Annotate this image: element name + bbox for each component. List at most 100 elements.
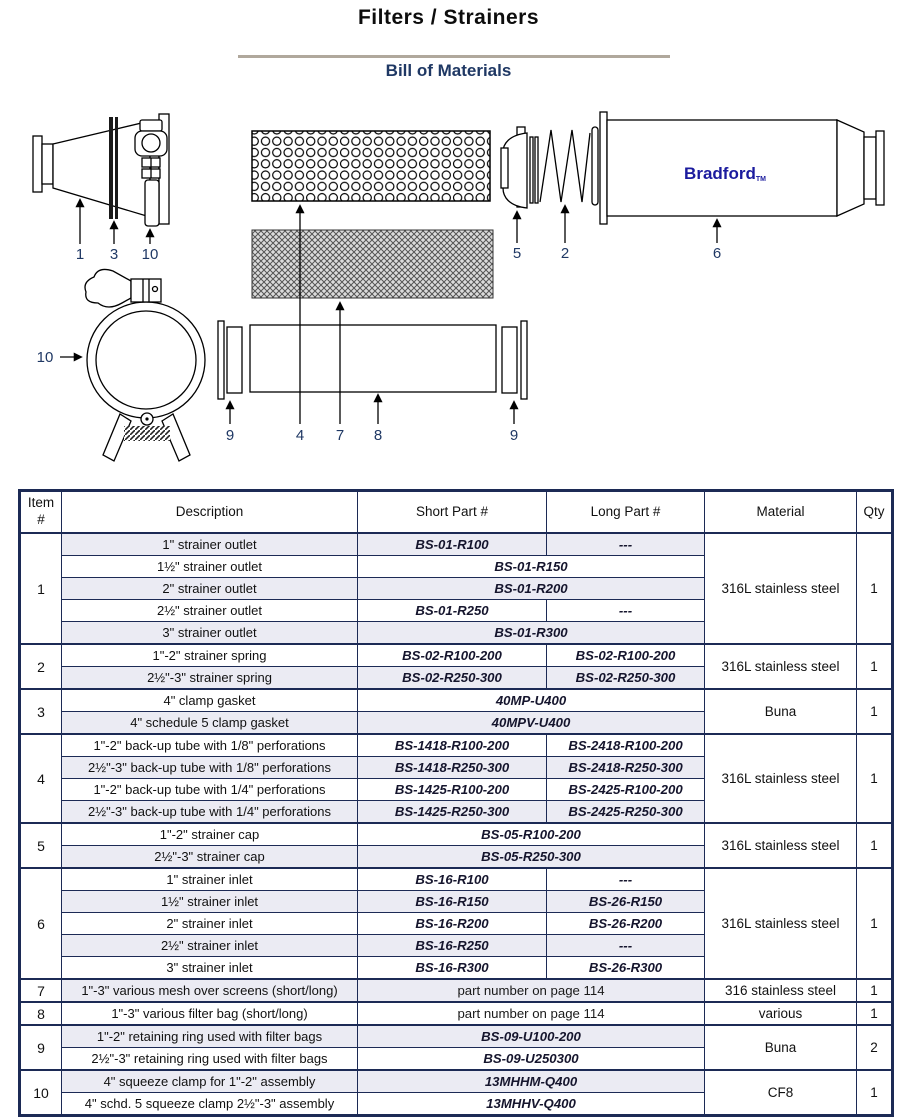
part-number-cell: BS-01-R200 [357,577,705,600]
part-number-cell: BS-05-R250-300 [357,845,705,869]
table-row: 2½"-3" retaining ring used with filter b… [20,1047,893,1071]
long-part-number-cell: --- [546,867,705,891]
title-divider [238,55,670,58]
description-cell: 2½"-3" retaining ring used with filter b… [61,1047,358,1071]
part-number-cell: part number on page 114 [357,1001,705,1026]
short-part-number-cell: BS-02-R100-200 [357,643,547,667]
callout-1: 1 [76,246,84,263]
callout-6: 6 [713,245,721,262]
column-header: Item # [19,490,62,534]
short-part-number-cell: BS-16-R250 [357,934,547,957]
table-row: 2½"-3" back-up tube with 1/8" perforatio… [20,756,893,779]
material-cell: 316L stainless steel [704,733,857,824]
callout-7: 7 [336,427,344,444]
item-number-cell: 1 [19,532,62,645]
retaining-ring-left-part [217,320,243,400]
long-part-number-cell: BS-26-R200 [546,912,705,935]
material-cell: 316L stainless steel [704,867,857,980]
material-cell: 316L stainless steel [704,643,857,690]
clamp-bolt-part [134,119,168,227]
mesh-screen-part [251,229,494,299]
description-cell: 2" strainer outlet [61,577,358,600]
callout-8: 8 [374,427,382,444]
callout-2: 2 [561,245,569,262]
part-number-cell: BS-01-R150 [357,555,705,578]
column-header: Material [704,490,857,534]
description-cell: 1" strainer outlet [61,532,358,556]
short-part-number-cell: BS-16-R300 [357,956,547,980]
short-part-number-cell: BS-1418-R100-200 [357,733,547,757]
quantity-cell: 1 [856,532,893,645]
long-part-number-cell: BS-26-R300 [546,956,705,980]
quantity-cell: 1 [856,978,893,1003]
material-cell: 316L stainless steel [704,532,857,645]
long-part-number-cell: BS-2425-R250-300 [546,800,705,824]
callout-9-left: 9 [226,427,234,444]
strainer-spring-part [529,126,599,206]
long-part-number-cell: --- [546,934,705,957]
item-number-cell: 2 [19,643,62,690]
item-number-cell: 3 [19,688,62,735]
item-number-cell: 5 [19,822,62,869]
page-subtitle: Bill of Materials [385,61,512,80]
part-number-cell: BS-05-R100-200 [357,822,705,846]
short-part-number-cell: BS-1425-R100-200 [357,778,547,801]
perforated-screen-part [251,130,491,202]
item-number-cell: 7 [19,978,62,1003]
description-cell: 1"-2" back-up tube with 1/4" perforation… [61,778,358,801]
short-part-number-cell: BS-02-R250-300 [357,666,547,690]
description-cell: 1"-2" strainer cap [61,822,358,846]
quantity-cell: 1 [856,822,893,869]
part-number-cell: 13MHHM-Q400 [357,1069,705,1093]
material-cell: Buna [704,1024,857,1071]
long-part-number-cell: BS-02-R250-300 [546,666,705,690]
part-number-cell: BS-01-R300 [357,621,705,645]
description-cell: 1"-2" strainer spring [61,643,358,667]
squeeze-clamp-part [84,268,206,462]
item-number-cell: 4 [19,733,62,824]
strainer-cap-part [500,126,528,209]
part-number-cell: part number on page 114 [357,978,705,1003]
exploded-assembly-diagram: BradfordTM 1 [32,111,885,462]
table-row: 2½"-3" back-up tube with 1/4" perforatio… [20,800,893,824]
table-row: 1"-2" back-up tube with 1/4" perforation… [20,778,893,801]
part-number-cell: BS-09-U100-200 [357,1024,705,1048]
quantity-cell: 2 [856,1024,893,1071]
description-cell: 3" strainer inlet [61,956,358,980]
callout-10-clamp: 10 [37,349,54,366]
quantity-cell: 1 [856,643,893,690]
long-part-number-cell: BS-02-R100-200 [546,643,705,667]
description-cell: 4" schedule 5 clamp gasket [61,711,358,735]
item-number-cell: 10 [19,1069,62,1116]
long-part-number-cell: BS-2425-R100-200 [546,778,705,801]
strainer-body-part [599,111,885,225]
callout-9-right: 9 [510,427,518,444]
long-part-number-cell: BS-2418-R100-200 [546,733,705,757]
short-part-number-cell: BS-16-R200 [357,912,547,935]
quantity-cell: 1 [856,688,893,735]
part-number-cell: 13MHHV-Q400 [357,1092,705,1116]
quantity-cell: 1 [856,1001,893,1026]
long-part-number-cell: BS-2418-R250-300 [546,756,705,779]
short-part-number-cell: BS-01-R250 [357,599,547,622]
description-cell: 3" strainer outlet [61,621,358,645]
callout-10-top: 10 [142,246,159,263]
description-cell: 2½"-3" back-up tube with 1/8" perforatio… [61,756,358,779]
short-part-number-cell: BS-16-R100 [357,867,547,891]
description-cell: 4" clamp gasket [61,688,358,712]
quantity-cell: 1 [856,733,893,824]
quantity-cell: 1 [856,1069,893,1116]
